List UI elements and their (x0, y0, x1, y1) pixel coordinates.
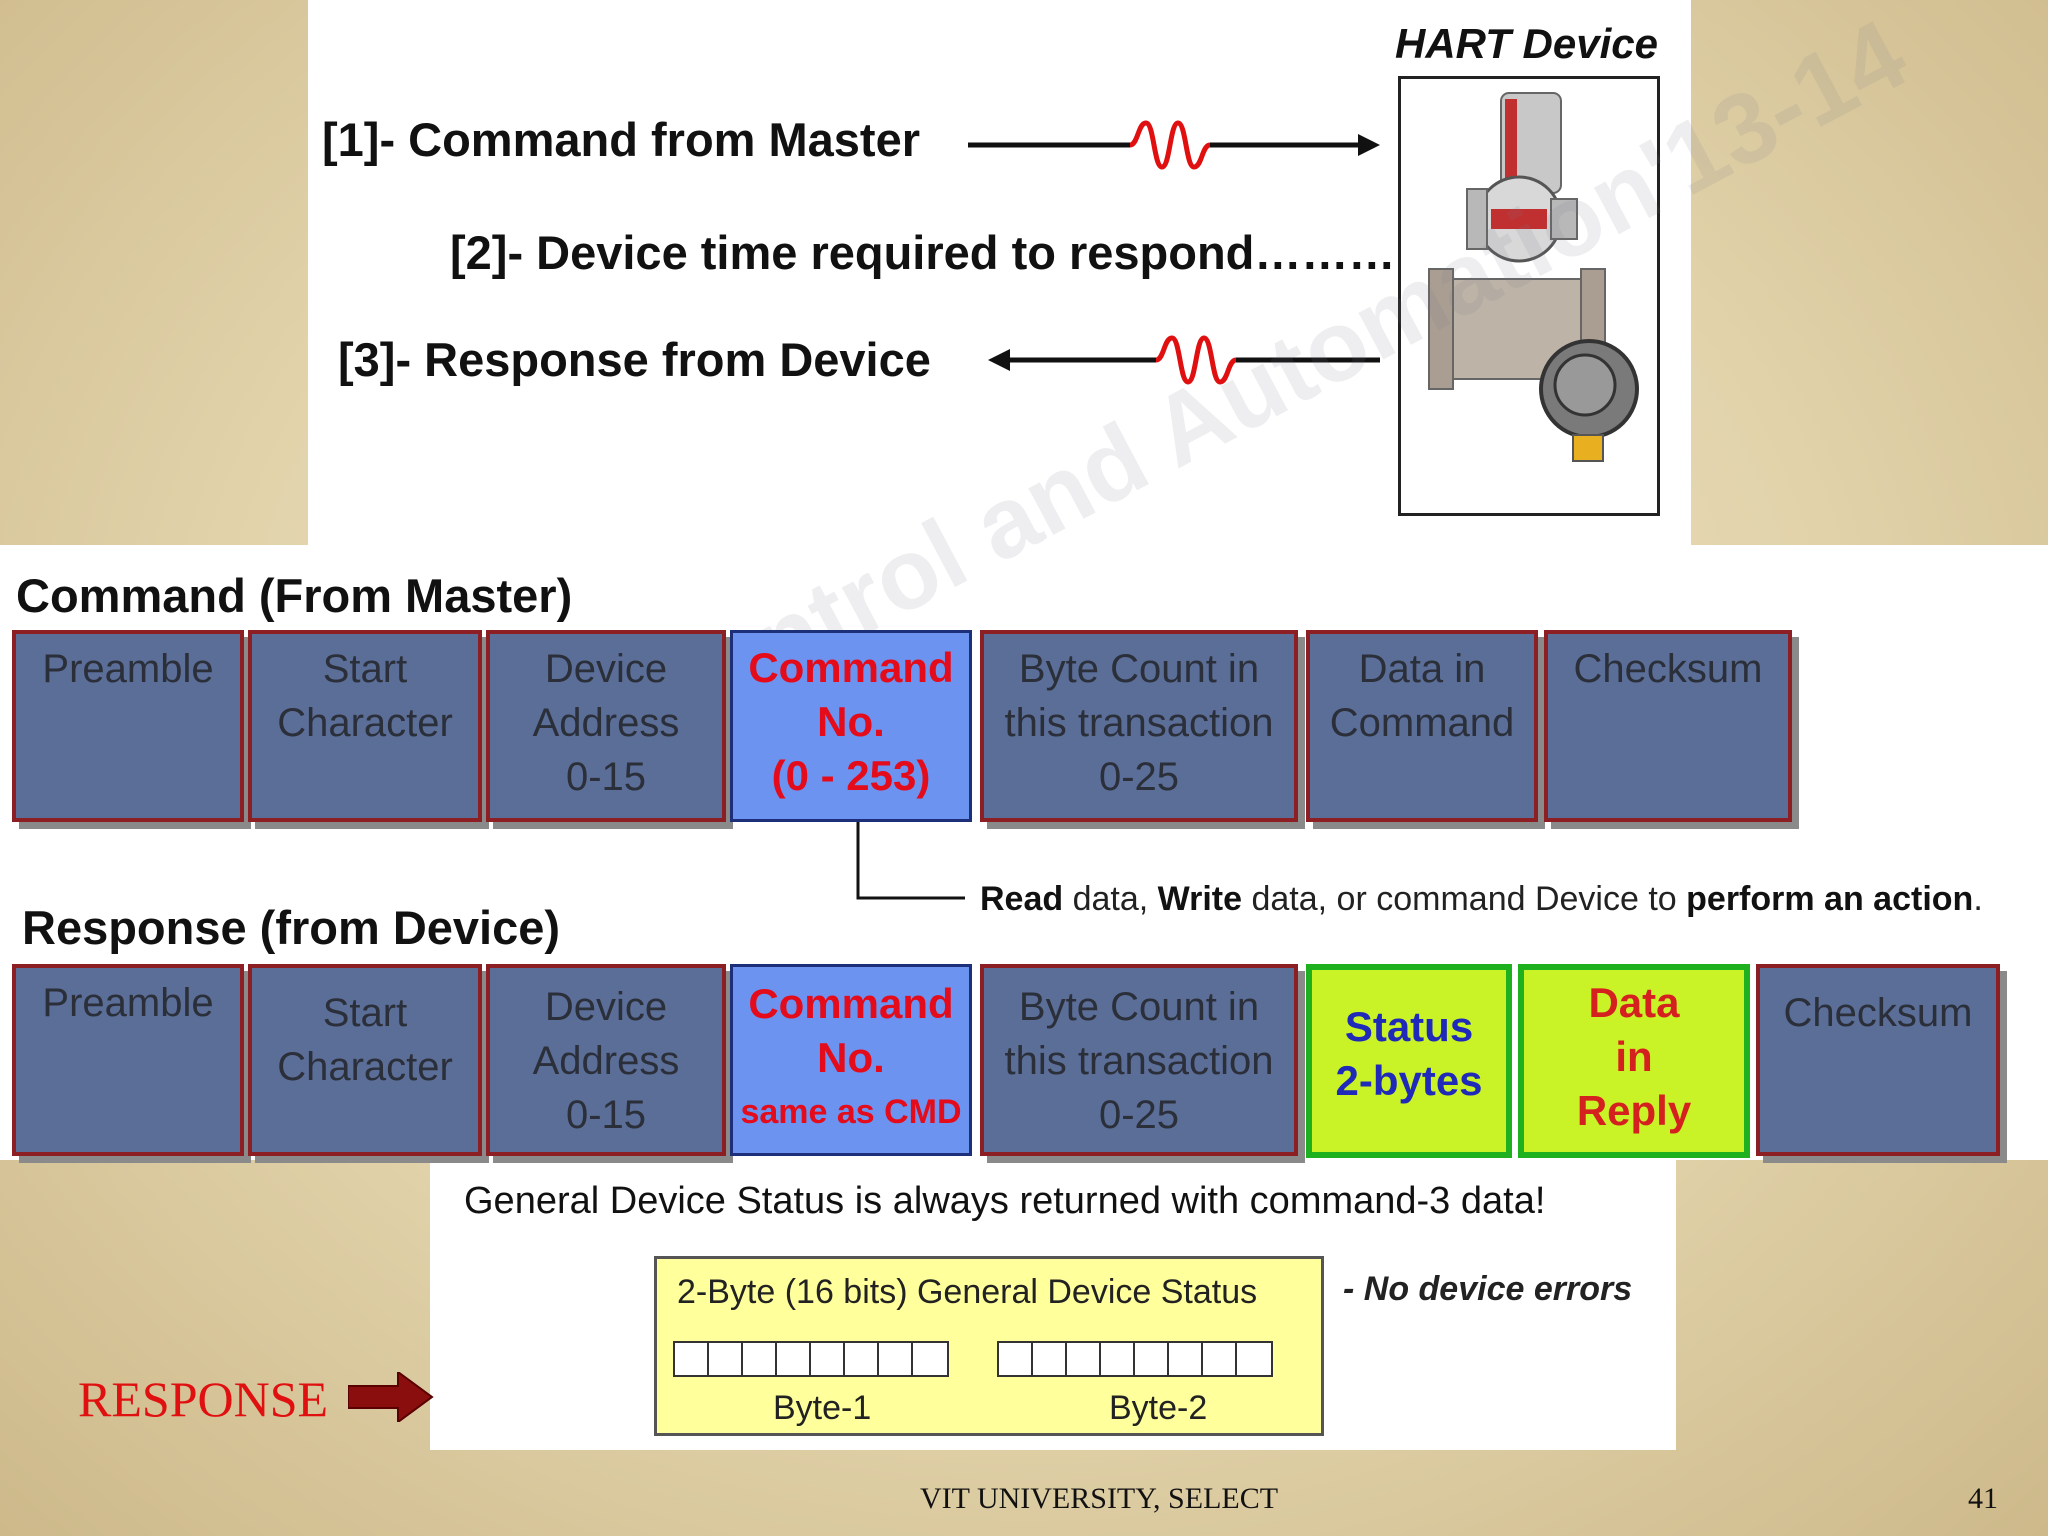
cmd-field-command-number: Command No. (0 - 253) (730, 630, 972, 822)
command-note: Read data, Write data, or command Device… (980, 880, 1983, 919)
field-label: Character (277, 701, 453, 745)
wave-icon (1155, 335, 1237, 385)
field-label: Data (1588, 979, 1680, 1026)
field-label: Device (544, 647, 668, 691)
field-label: Start (322, 991, 408, 1035)
resp-field-data-in-reply: Data in Reply (1518, 964, 1750, 1158)
status-note: General Device Status is always returned… (464, 1180, 1546, 1222)
field-label: Address (532, 1039, 680, 1083)
resp-field-command-number: Command No. same as CMD (730, 964, 972, 1156)
command-frame-title: Command (From Master) (16, 569, 573, 622)
hart-device-title: HART Device (1395, 20, 1658, 67)
field-label: 0-25 (1098, 755, 1180, 799)
note-perform-action: perform an action (1686, 880, 1974, 918)
field-label: same as CMD (740, 1093, 962, 1131)
status-box-title: 2-Byte (16 bits) General Device Status (677, 1273, 1258, 1311)
field-label: 0-25 (1098, 1093, 1180, 1137)
field-label: this transaction (1004, 701, 1274, 745)
field-label: Command (1329, 701, 1515, 745)
response-frame-title: Response (from Device) (22, 901, 561, 954)
signal-arrows (968, 120, 1380, 385)
field-label: Character (277, 1045, 453, 1089)
field-label: Checksum (1573, 647, 1763, 691)
response-arrow (988, 335, 1380, 385)
resp-field-checksum: Checksum (1756, 964, 2000, 1156)
field-label: Address (532, 701, 680, 745)
byte-2-label: Byte-2 (1109, 1389, 1208, 1427)
note-text: data, (1063, 880, 1158, 918)
cmd-field-start-character: Start Character (248, 630, 482, 822)
step-command-from-master: [1]- Command from Master (322, 113, 921, 166)
field-label: Start (322, 647, 408, 691)
byte-1-label: Byte-1 (773, 1389, 872, 1427)
no-device-errors: - No device errors (1343, 1270, 1633, 1308)
cmd-field-device-address: Device Address 0-15 (486, 630, 726, 822)
field-label: Preamble (42, 981, 214, 1025)
field-label: Command (748, 644, 954, 691)
field-label: Device (544, 985, 668, 1029)
field-label: (0 - 253) (771, 752, 931, 799)
field-label: 2-bytes (1335, 1057, 1483, 1104)
note-text: . (1973, 880, 1983, 918)
byte-2-bits (997, 1341, 1273, 1377)
step-response-from-device: [3]- Response from Device (338, 333, 931, 386)
field-label: No. (817, 698, 885, 745)
cmd-field-data-in-command: Data in Command (1306, 630, 1538, 822)
cmd-field-byte-count: Byte Count in this transaction 0-25 (980, 630, 1298, 822)
field-label: Byte Count in (1018, 647, 1260, 691)
arrow-right-icon (348, 1372, 434, 1422)
hart-device-box (1398, 76, 1660, 516)
response-label: RESPONSE (78, 1371, 329, 1427)
field-label: 0-15 (565, 755, 647, 799)
resp-field-status: Status 2-bytes (1306, 964, 1512, 1158)
field-label: this transaction (1004, 1039, 1274, 1083)
byte-1-bits (673, 1341, 949, 1377)
step-device-time: [2]- Device time required to respond……… (450, 226, 1396, 279)
field-label: Data in (1358, 647, 1486, 691)
page-number: 41 (1968, 1482, 1998, 1515)
field-label: 0-15 (565, 1093, 647, 1137)
note-connector (856, 822, 965, 900)
arrow-right-icon (1358, 134, 1380, 156)
note-write: Write (1157, 880, 1243, 918)
resp-field-start-character: Start Character (248, 964, 482, 1156)
arrow-left-icon (988, 349, 1010, 371)
field-label: Byte Count in (1018, 985, 1260, 1029)
hart-device-icon (1428, 92, 1639, 462)
resp-field-preamble: Preamble (12, 964, 244, 1156)
field-label: Checksum (1783, 991, 1973, 1035)
resp-field-device-address: Device Address 0-15 (486, 964, 726, 1156)
cmd-field-preamble: Preamble (12, 630, 244, 822)
field-label: Status (1344, 1003, 1474, 1050)
field-label: Preamble (42, 647, 214, 691)
field-label: No. (817, 1034, 885, 1081)
footer-institution: VIT UNIVERSITY, SELECT (920, 1482, 1279, 1515)
command-arrow (968, 120, 1380, 170)
note-read: Read (980, 880, 1064, 918)
status-byte-box: 2-Byte (16 bits) General Device Status B… (654, 1256, 1324, 1436)
note-text: data, or command Device to (1242, 880, 1687, 918)
field-label: Command (748, 980, 954, 1027)
resp-field-byte-count: Byte Count in this transaction 0-25 (980, 964, 1298, 1156)
cmd-field-checksum: Checksum (1544, 630, 1792, 822)
field-label: Reply (1576, 1087, 1692, 1134)
wave-icon (1129, 120, 1211, 170)
field-label: in (1615, 1033, 1653, 1080)
